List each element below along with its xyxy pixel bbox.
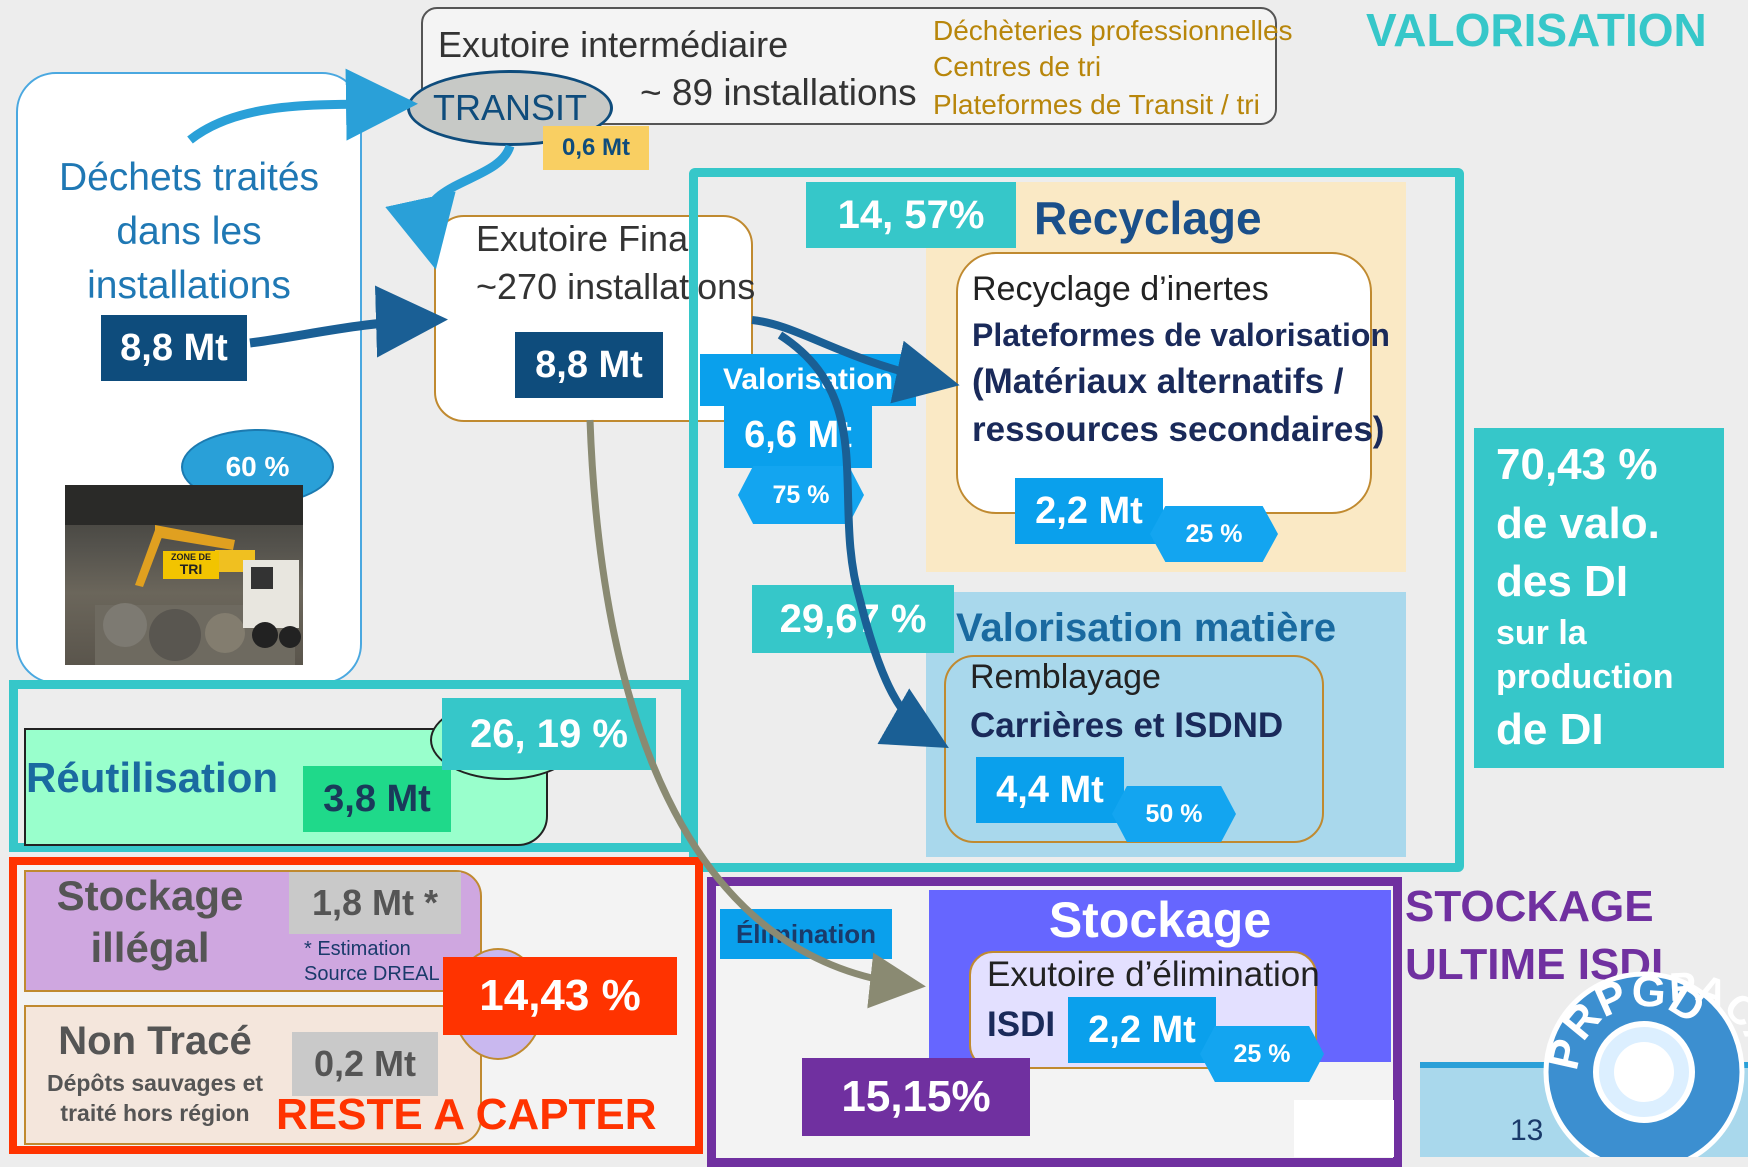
recovery-total-line-4: sur la [1496,614,1587,652]
material-percent-badge: 29,67 % [752,585,954,653]
transit-label: TRANSIT [432,87,587,128]
transit-title: Exutoire intermédiaire [438,24,789,65]
section-title: VALORISATION [1366,4,1707,56]
reuse-percent-badge: 26, 19 % [442,698,656,770]
recovery-total-box [1474,428,1724,768]
transit-type-2: Centres de tri [933,51,1102,82]
transit-amount-badge: 0,6 Mt [543,126,649,170]
transit-type-1: Déchèteries professionnelles [933,15,1293,46]
source-amount: 8,8 Mt [120,326,228,369]
material-line-2: Carrières et ISDND [970,706,1284,745]
reuse-label: Réutilisation [26,754,279,801]
valorisation-amount: 6,6 Mt [744,413,852,456]
sorting-site-photo: ZONE DE TRI [65,485,303,665]
final-line-2: ~270 installations [476,266,756,307]
illegal-title-2: illégal [90,924,210,971]
final-amount-badge: 8,8 Mt [515,332,663,398]
source-note: Source DREAL [304,963,440,985]
illegal-amount: 1,8 Mt * [311,882,439,923]
material-title: Valorisation matière [956,606,1337,650]
stockage-line-1: Exutoire d’élimination [987,955,1320,994]
transit-amount: 0,6 Mt [561,134,630,161]
elimination-percent-badge: 15,15% [802,1058,1030,1136]
reuse-amount: 3,8 Mt [323,777,431,820]
source-line-3: installations [87,264,291,307]
uncaptured-percent: 14,43 % [479,971,641,1020]
recovery-total-line-6: de DI [1496,705,1604,754]
transit-count: ~ 89 installations [640,72,917,113]
elimination-flow-label: Élimination [735,918,877,949]
recovery-total-line-3: des DI [1496,557,1629,606]
page-number: 13 [1510,1114,1544,1147]
transit-type-3: Plateformes de Transit / tri [933,89,1260,120]
recovery-total-line-2: de valo. [1496,499,1660,548]
recycling-line-4: ressources secondaires) [972,410,1385,449]
stockage-share: 25 % [1233,1039,1291,1068]
source-line-1: Déchets traités [58,156,320,199]
recycling-line-3: (Matériaux alternatifs / [972,362,1344,401]
material-inner-box [944,655,1324,843]
final-amount: 8,8 Mt [535,343,643,386]
zone-tri-sign: ZONE DE TRI [163,551,219,579]
storage-label-1: STOCKAGE [1405,882,1654,931]
elimination-flow-badge: Élimination [720,909,892,959]
untracked-amount: 0,2 Mt [313,1043,417,1084]
valorisation-flow-label: Valorisation [722,363,894,396]
untracked-sub-1: Dépôts sauvages et [46,1070,264,1096]
untracked-sub-2: traité hors région [60,1100,250,1126]
recycling-line-2: Plateformes de valorisation [972,317,1390,353]
untracked-title: Non Tracé [58,1019,252,1063]
transit-ellipse: TRANSIT [407,70,613,146]
reuse-percent: 26, 19 % [470,711,628,756]
recovery-total-line-5: production [1496,658,1674,696]
recycling-share-hex: 25 % [1150,506,1278,562]
final-line-1: Exutoire Final [476,218,697,259]
recycling-share: 25 % [1185,519,1243,548]
stockage-title: Stockage [1048,892,1272,948]
source-percent: 60 % [225,451,290,482]
recycling-title: Recyclage [1034,192,1262,244]
reuse-amount-badge: 3,8 Mt [303,766,451,832]
source-amount-badge: 8,8 Mt [101,315,247,381]
recycling-percent-badge: 14, 57% [806,182,1016,248]
stockage-line-2: ISDI [987,1005,1056,1044]
material-share: 50 % [1145,799,1203,828]
recycling-amount-badge: 2,2 Mt [1015,478,1163,544]
material-amount: 4,4 Mt [996,768,1104,811]
recovery-total-line-1: 70,43 % [1496,440,1658,489]
valorisation-percent-hex: 75 % [738,466,864,524]
uncaptured-percent-badge: 14,43 % [443,957,677,1035]
zone-sign-line-2: TRI [179,561,203,577]
elimination-percent: 15,15% [841,1072,991,1121]
valorisation-amount-badge: 6,6 Mt [724,402,872,468]
recycling-line-1: Recyclage d’inertes [972,270,1269,308]
white-corner-patch [1294,1100,1394,1157]
recycling-percent: 14, 57% [837,192,985,237]
valorisation-flow-badge: Valorisation [700,354,916,406]
stockage-amount-badge: 2,2 Mt [1068,997,1216,1063]
excavator-illustration [65,485,303,665]
untracked-amount-badge: 0,2 Mt [292,1032,438,1096]
material-percent: 29,67 % [779,596,927,641]
material-share-hex: 50 % [1112,786,1236,842]
stockage-amount: 2,2 Mt [1088,1008,1196,1051]
stockage-share-hex: 25 % [1200,1026,1324,1082]
illegal-amount-badge: 1,8 Mt * [289,872,461,934]
recycling-inner-box [956,252,1372,514]
estimation-note: * Estimation [304,938,411,960]
prpgd-logo: PRPGD PACA [1540,965,1748,1157]
uncaptured-footer: RESTE A CAPTER [276,1090,657,1139]
illegal-title-1: Stockage [56,872,244,919]
material-line-1: Remblayage [970,658,1161,696]
recycling-amount: 2,2 Mt [1035,489,1143,532]
zone-sign-line-1: ZONE DE [170,552,211,562]
material-amount-badge: 4,4 Mt [976,757,1124,823]
logo-center [1614,1042,1674,1102]
source-line-2: dans les [116,210,262,253]
valorisation-percent: 75 % [772,480,830,509]
